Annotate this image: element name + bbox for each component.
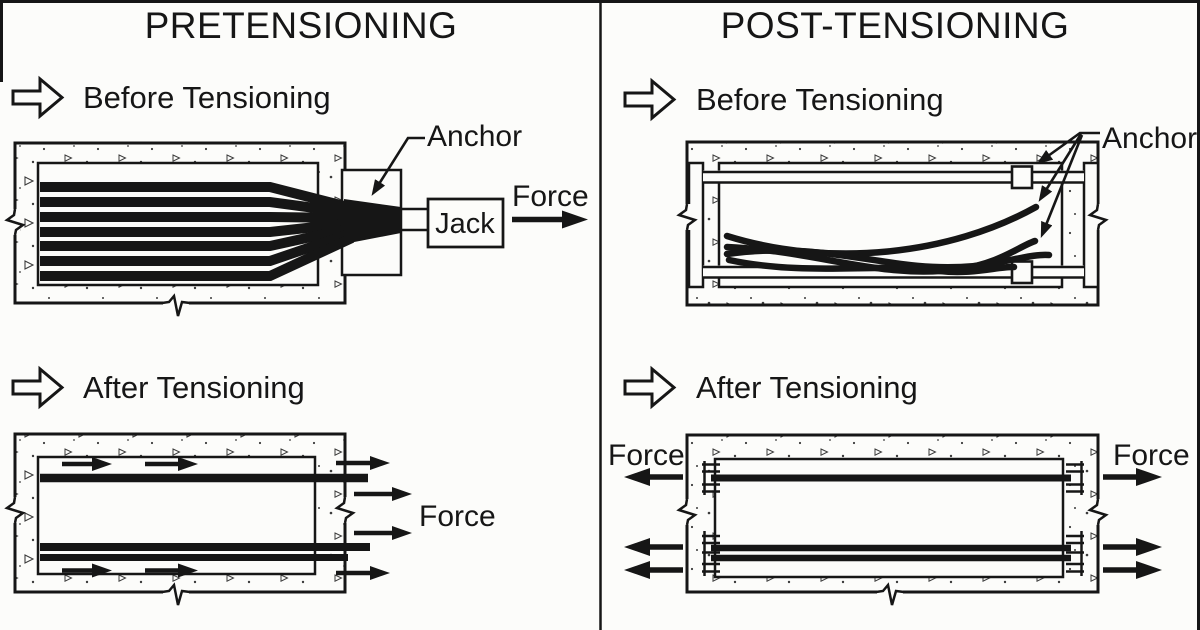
jack-box <box>426 197 505 249</box>
tendons <box>40 182 355 281</box>
anchor-leader-arrow <box>371 136 425 196</box>
pre-before-heading: Before Tensioning <box>83 80 331 115</box>
anchor-grips <box>702 461 1084 576</box>
post-before-heading: Before Tensioning <box>696 82 944 117</box>
force-arrows-right <box>336 456 412 580</box>
force-arrows-right <box>1103 468 1162 579</box>
post-before-beam: Anchor <box>677 122 1197 307</box>
post-force-label-right: Force <box>1113 439 1190 472</box>
tendons <box>40 473 370 561</box>
pre-force-label: Force <box>512 180 589 213</box>
post-anchor-label: Anchor <box>1102 122 1197 155</box>
post-after-heading: After Tensioning <box>696 370 918 405</box>
post-after-beam: Force Force <box>608 433 1190 607</box>
pre-anchor-label: Anchor <box>427 120 522 153</box>
pretensioning-panel: PRETENSIONING Before Tensioning <box>5 5 589 607</box>
post-tensioning-panel: POST-TENSIONING Before Tensioning <box>608 5 1197 607</box>
pre-after-beam: Force <box>5 432 496 607</box>
anchor-leader-arrows <box>1036 131 1100 238</box>
internal-stress-arrows <box>62 457 198 578</box>
anchor-block-top <box>1010 165 1034 190</box>
pre-after-force-label: Force <box>419 500 496 533</box>
jack-label: Jack <box>435 208 495 240</box>
force-arrows-left <box>624 468 683 579</box>
tendons <box>711 474 1071 562</box>
tendon-bundle-nose <box>344 199 401 244</box>
pretensioning-title: PRETENSIONING <box>145 5 458 46</box>
pre-before-beam: Jack Force Anchor <box>5 120 589 318</box>
pre-after-heading: After Tensioning <box>83 370 305 405</box>
post-tensioning-title: POST-TENSIONING <box>721 5 1070 46</box>
beam-inner-face <box>36 161 320 287</box>
post-force-label-left: Force <box>608 439 685 472</box>
loose-tendons <box>723 203 1053 276</box>
